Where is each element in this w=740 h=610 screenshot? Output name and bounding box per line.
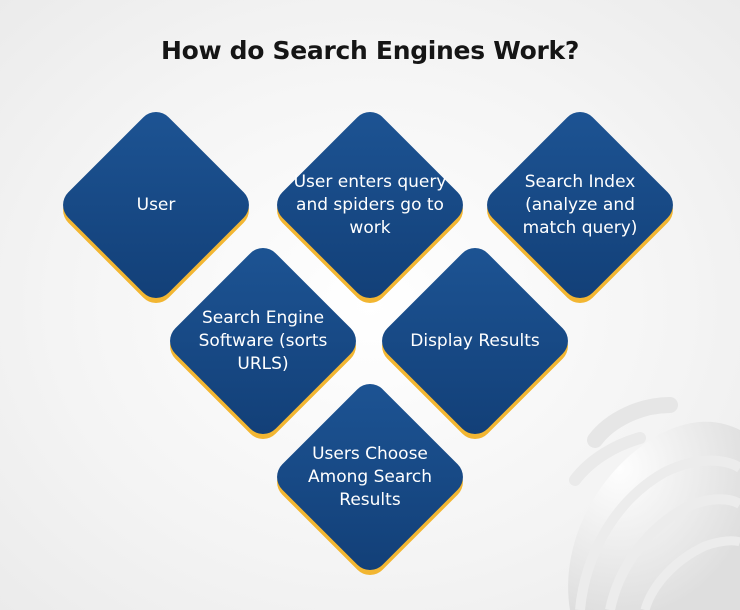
page-title: How do Search Engines Work? [160,36,580,65]
node-label: User enters query and spiders go to work [293,171,447,238]
diagram-node-users-choose: Users Choose Among Search Results [269,376,471,583]
node-label: User [136,194,176,215]
diagram-node-search-index: Search Index (analyze and match query) [479,104,681,311]
node-label: Display Results [410,330,540,351]
globe-watermark-icon [568,397,740,610]
diagram-node-user: User [55,104,257,311]
diagram-node-engine-software: Search Engine Software (sorts URLS) [162,240,364,447]
node-label: Search Index (analyze and match query) [522,171,638,238]
diagram-node-display-results: Display Results [374,240,576,447]
node-label: Users Choose Among Search Results [308,443,432,510]
node-label: Search Engine Software (sorts URLS) [198,307,328,374]
diagram-node-query: User enters query and spiders go to work [269,104,471,311]
